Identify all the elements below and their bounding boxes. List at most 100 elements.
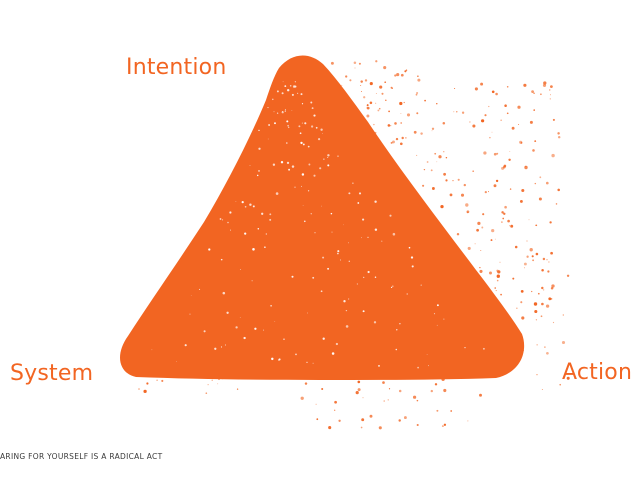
spatter-dot (398, 389, 402, 393)
spatter-dot (506, 112, 509, 115)
spatter-dot (375, 60, 378, 63)
spatter-dot (552, 118, 555, 121)
spatter-dot (434, 152, 437, 155)
spatter-dot (362, 397, 364, 399)
texture-speck (224, 344, 226, 346)
texture-speck (313, 174, 316, 177)
spatter-dot (400, 122, 403, 124)
spatter-dot (541, 269, 544, 272)
spatter-dot (506, 86, 509, 88)
spatter-dot (495, 290, 497, 292)
spatter-dot (416, 91, 419, 95)
spatter-dot (543, 289, 545, 291)
texture-speck (199, 288, 201, 290)
texture-speck (301, 103, 304, 105)
spatter-dot (436, 161, 438, 163)
spatter-dot (500, 119, 502, 121)
texture-speck (258, 129, 260, 132)
texture-speck (322, 132, 323, 134)
texture-speck (352, 182, 354, 184)
spatter-dot (406, 113, 411, 117)
texture-speck (367, 236, 369, 239)
spatter-dot (526, 240, 528, 242)
spatter-dot (453, 111, 455, 113)
spatter-dot (383, 400, 385, 402)
spatter-dot (388, 110, 390, 113)
spatter-dot (454, 87, 456, 90)
spatter-dot (417, 78, 421, 82)
spatter-dot (562, 314, 564, 316)
spatter-dot (480, 82, 484, 86)
texture-speck (243, 336, 246, 340)
spatter-dot (521, 316, 525, 320)
texture-speck (302, 204, 304, 206)
texture-speck (289, 85, 292, 87)
spatter-dot (443, 388, 447, 393)
spatter-dot (496, 269, 499, 272)
spatter-dot (360, 84, 362, 87)
texture-speck (348, 260, 351, 263)
spatter-dot (494, 238, 496, 240)
spatter-dot (546, 351, 549, 355)
spatter-dot (479, 393, 482, 397)
texture-speck (278, 358, 281, 361)
texture-speck (252, 248, 255, 251)
spatter-dot (366, 114, 370, 118)
texture-speck (249, 165, 251, 166)
spatter-dot (399, 101, 403, 106)
spatter-dot (534, 182, 537, 185)
spatter-dot (403, 101, 405, 104)
texture-speck (282, 81, 284, 83)
spatter-dot (533, 302, 538, 306)
texture-speck (291, 165, 295, 168)
texture-speck (176, 361, 177, 362)
spatter-dot (495, 92, 498, 96)
spatter-dot (394, 74, 397, 77)
spatter-dot (550, 94, 551, 96)
texture-speck (320, 290, 323, 293)
spatter-dot (524, 165, 528, 170)
spatter-dot (369, 101, 373, 105)
spatter-dot (328, 426, 332, 430)
texture-speck (189, 313, 191, 315)
texture-speck (411, 265, 414, 268)
spatter-dot (430, 389, 433, 393)
spatter-dot (431, 187, 435, 190)
spatter-dot (205, 392, 208, 395)
texture-speck (428, 365, 429, 367)
spatter-dot (236, 388, 239, 390)
spatter-dot (543, 81, 547, 85)
spatter-dot (557, 188, 560, 192)
texture-speck (268, 124, 271, 126)
spatter-dot (413, 130, 417, 134)
texture-speck (291, 93, 294, 96)
texture-speck (335, 342, 339, 346)
spatter-dot (549, 89, 551, 91)
spatter-dot (531, 255, 534, 258)
texture-speck (239, 269, 241, 271)
spatter-dot (550, 251, 553, 255)
spatter-dot (379, 85, 383, 89)
spatter-dot (538, 197, 542, 201)
spatter-dot (383, 66, 387, 70)
texture-speck (270, 304, 272, 307)
texture-speck (226, 311, 229, 314)
spatter-dot (443, 423, 447, 426)
spatter-dot (417, 75, 419, 77)
texture-speck (345, 309, 348, 312)
texture-speck (283, 338, 285, 340)
spatter-dot (524, 267, 526, 269)
texture-speck (308, 163, 311, 166)
texture-speck (381, 240, 383, 242)
texture-speck (327, 154, 330, 157)
spatter-dot (566, 274, 570, 277)
texture-speck (436, 324, 438, 326)
spatter-dot (549, 98, 551, 100)
texture-speck (257, 227, 260, 230)
spatter-dot (489, 136, 491, 139)
spatter-dot (396, 73, 400, 77)
texture-speck (253, 205, 255, 207)
texture-speck (417, 366, 419, 369)
texture-speck (392, 232, 396, 236)
spatter-dot (510, 224, 514, 228)
